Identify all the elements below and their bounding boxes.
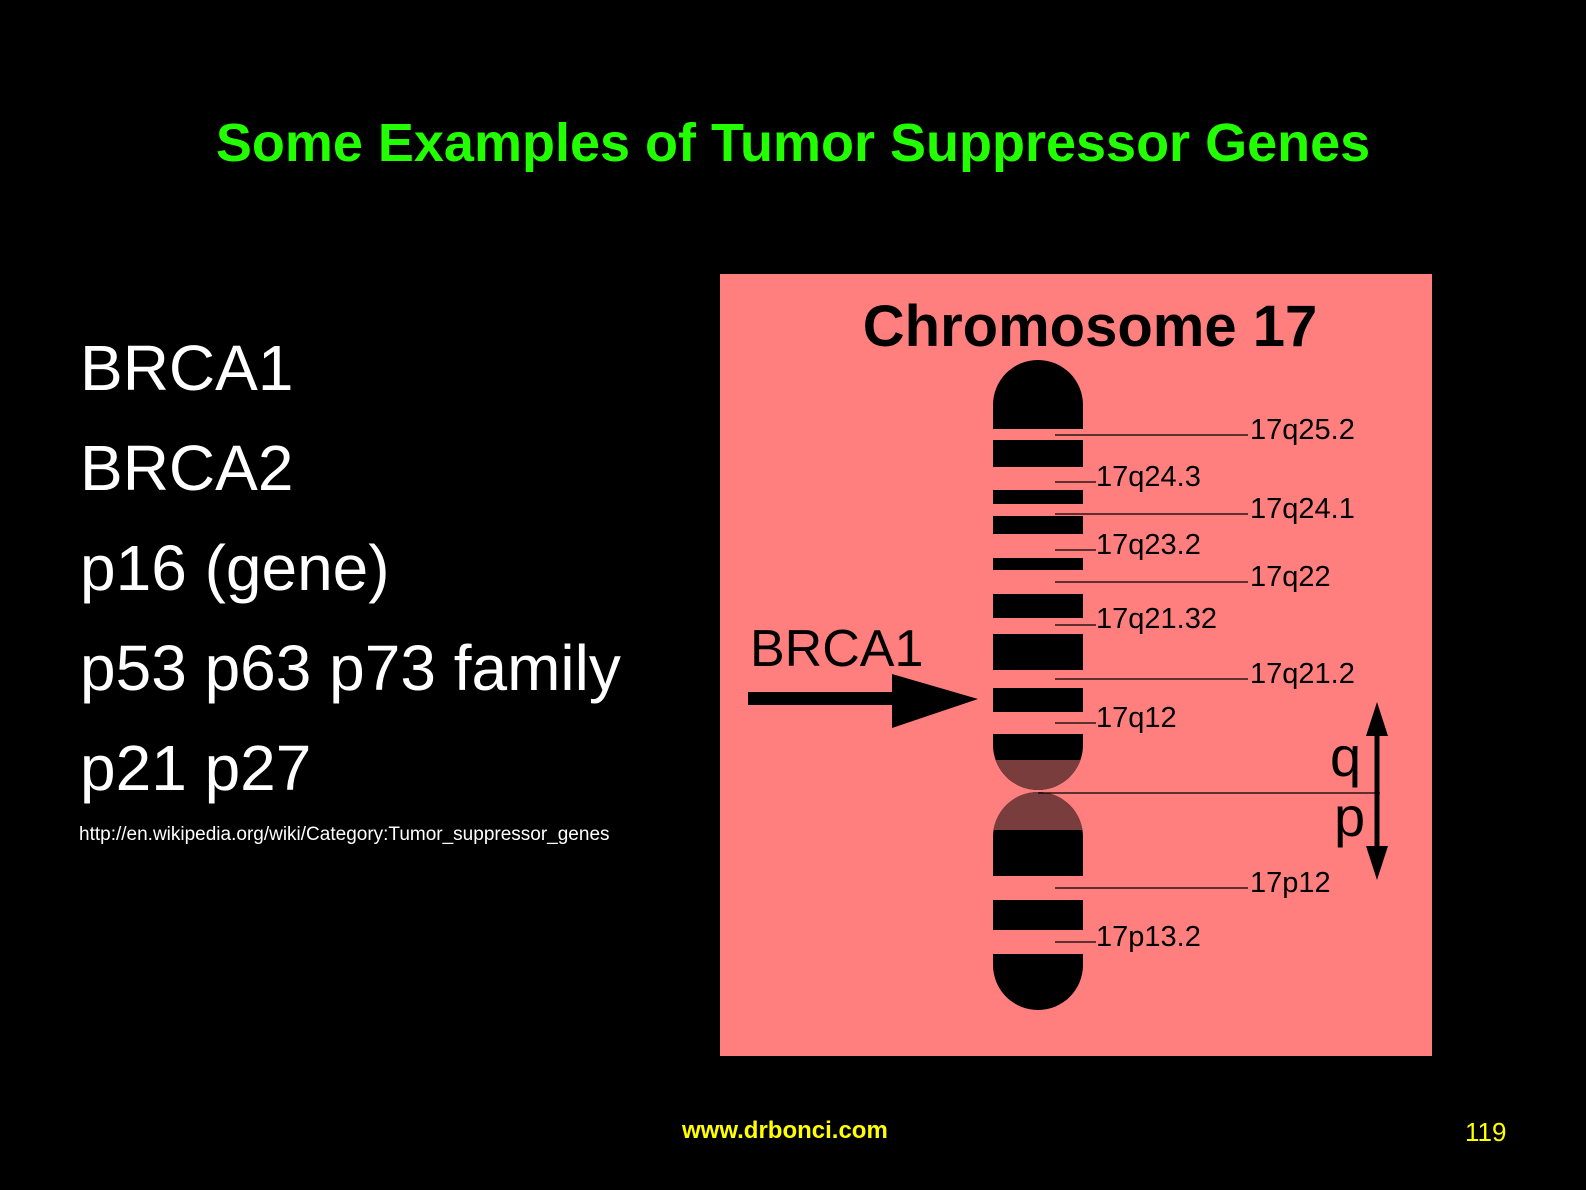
chromosome-band [993, 670, 1083, 688]
chromosome-band [993, 504, 1083, 516]
chromosome-band [993, 712, 1083, 734]
band-label: 17q21.2 [1250, 658, 1355, 690]
band-label: 17q24.3 [1096, 461, 1201, 493]
diagram-title: Chromosome 17 [863, 294, 1317, 359]
slide-title: Some Examples of Tumor Suppressor Genes [215, 113, 1371, 173]
source-url: http://en.wikipedia.org/wiki/Category:Tu… [79, 824, 610, 845]
band-labels: 17q25.2 17q24.3 17q24.1 17q23.2 17q22 17… [1096, 414, 1355, 953]
band-label: 17p12 [1250, 867, 1331, 899]
band-label: 17q24.1 [1250, 493, 1355, 525]
brca1-arrow-icon [748, 674, 978, 728]
footer-website: www.drbonci.com [682, 1117, 888, 1144]
chromosome-band [993, 618, 1083, 634]
band-leader-lines [1038, 434, 1380, 943]
gene-item: p21 p27 [80, 732, 312, 804]
chromosome-q-arm [993, 360, 1083, 790]
gene-item: p53 p63 p73 family [80, 632, 621, 704]
p-arm-label: p [1334, 785, 1365, 848]
band-label: 17q25.2 [1250, 414, 1355, 446]
gene-item: p16 (gene) [80, 532, 390, 604]
chromosome-p-arm [993, 792, 1083, 1010]
band-label: 17q22 [1250, 561, 1331, 593]
brca1-marker-label: BRCA1 [750, 620, 923, 678]
chromosome-diagram-svg: Chromosome 17 [720, 274, 1432, 1056]
q-arm-label: q [1330, 725, 1361, 788]
gene-item: BRCA1 [80, 332, 294, 404]
band-label: 17p13.2 [1096, 921, 1201, 953]
chromosome-diagram: Chromosome 17 [720, 274, 1432, 1061]
gene-list: BRCA1 BRCA2 p16 (gene) p53 p63 p73 famil… [80, 318, 621, 818]
band-label: 17q21.32 [1096, 603, 1217, 635]
band-label: 17q12 [1096, 702, 1177, 734]
gene-item: BRCA2 [80, 432, 294, 504]
chromosome-band [993, 467, 1083, 490]
arm-direction-arrow-icon [1366, 702, 1388, 880]
chromosome-band [993, 534, 1083, 558]
page-number: 119 [1465, 1117, 1507, 1147]
band-label: 17q23.2 [1096, 529, 1201, 561]
chromosome-band [993, 429, 1083, 440]
